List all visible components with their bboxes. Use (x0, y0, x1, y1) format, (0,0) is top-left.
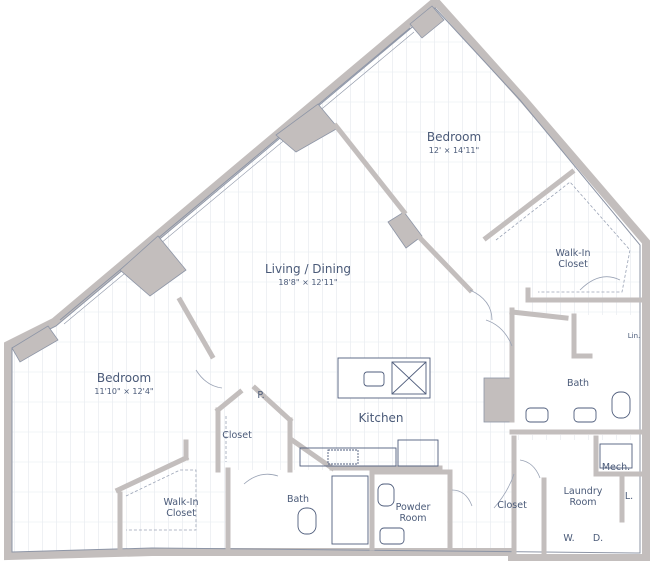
laundry-line2: Room (569, 497, 596, 508)
closet-left-name: Closet (222, 430, 252, 441)
exterior-walls (3, 0, 650, 561)
walkin-left-line2: Closet (166, 508, 196, 519)
door-swings (195, 276, 621, 509)
bath-right-name: Bath (567, 378, 589, 389)
laundry-line1: Laundry (564, 486, 603, 497)
interior-walls (114, 122, 643, 555)
bath-left-name: Bath (287, 494, 309, 505)
powder-line1: Powder (396, 502, 431, 513)
closet-hall-name: Closet (497, 500, 527, 511)
living-name: Living / Dining (265, 262, 351, 276)
kitchen-fixtures (299, 357, 439, 467)
pantry-name: P. (257, 390, 264, 401)
room-labels: Bedroom 12' × 14'11" Living / Dining 18'… (94, 130, 640, 544)
bedroom-left-dims: 11'10" × 12'4" (94, 387, 153, 396)
linen-bath-name: Lin. (628, 332, 641, 340)
living-dims: 18'8" × 12'11" (278, 278, 337, 287)
dryer-name: D. (593, 533, 603, 544)
walkin-right-line1: Walk-In (556, 248, 591, 259)
mech-name: Mech. (602, 462, 630, 473)
walkin-right-line2: Closet (558, 259, 588, 270)
washer-name: W. (563, 533, 574, 544)
bedroom-left-name: Bedroom (97, 371, 151, 385)
closet-shelves (125, 181, 631, 531)
walkin-left-line1: Walk-In (164, 497, 199, 508)
bath-fixtures (297, 391, 633, 545)
bedroom-right-name: Bedroom (427, 130, 481, 144)
powder-line2: Room (399, 513, 426, 524)
kitchen-name: Kitchen (358, 411, 403, 425)
linen-name: L. (625, 491, 633, 502)
bedroom-right-dims: 12' × 14'11" (429, 146, 479, 155)
